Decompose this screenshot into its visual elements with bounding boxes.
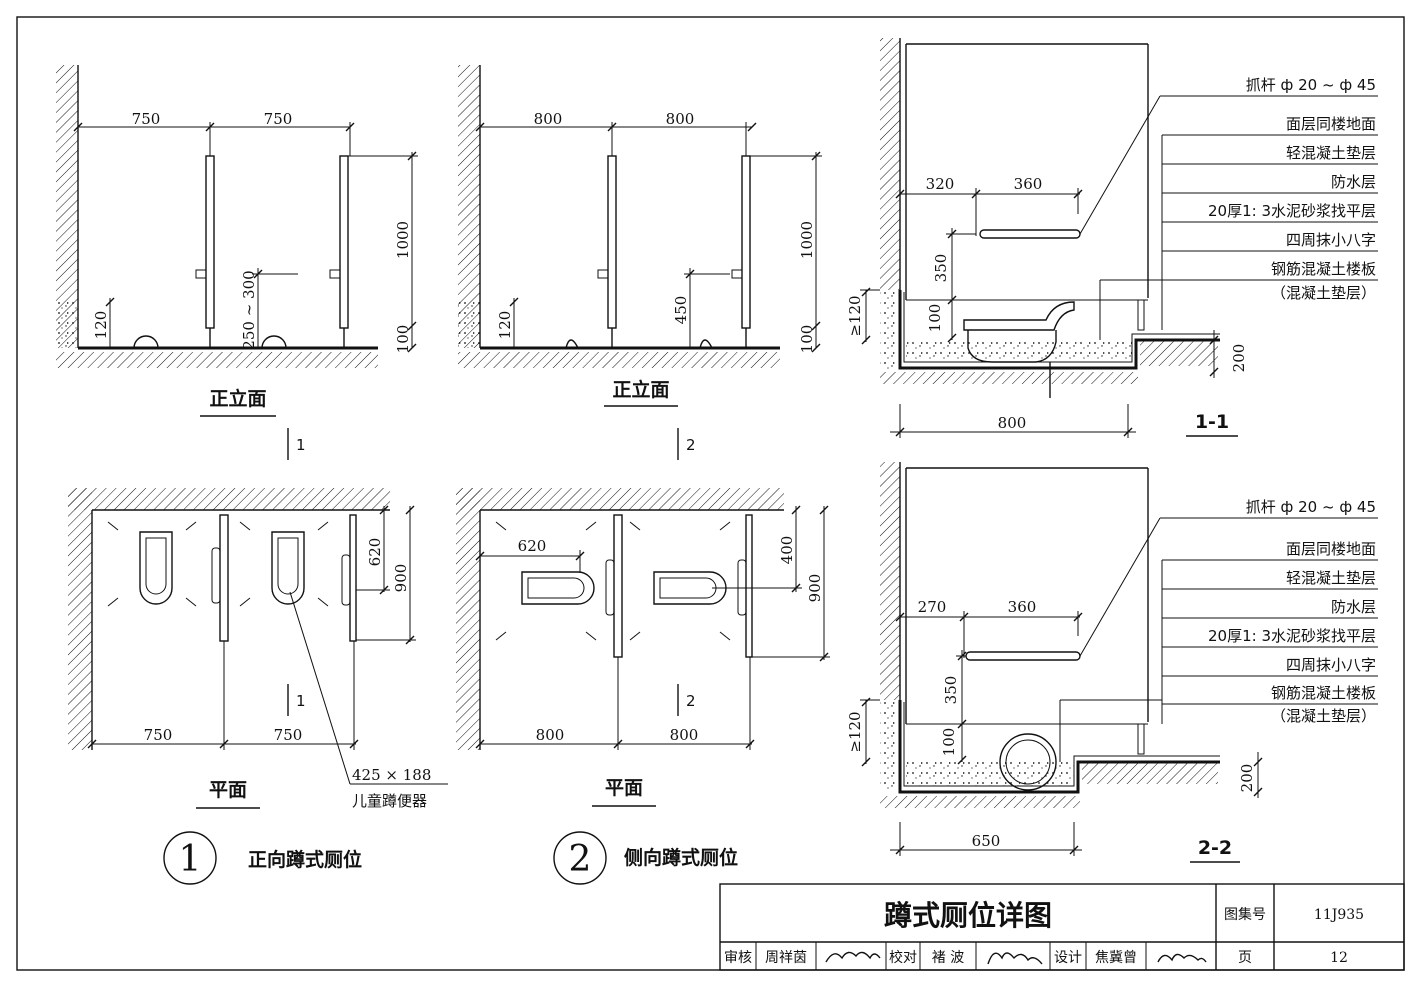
view1-note-size: 425 × 188 [352, 766, 431, 784]
s11-dim-h3: ≥120 [846, 295, 864, 336]
view2-dim-h-low: 100 [798, 325, 816, 354]
s22-dim-h2: 100 [940, 728, 958, 757]
view1-plan: 620 900 750 750 425 × 188 儿童蹲便器 1 平面 1 正… [68, 488, 448, 885]
view1-plan-title: 平面 [209, 779, 247, 801]
view2-dim-depth-total: 900 [806, 574, 824, 603]
view2-caption: 侧向蹲式厕位 [624, 846, 738, 869]
view1-dim-w2: 750 [264, 110, 293, 128]
review-name: 周祥茵 [765, 950, 807, 966]
review-label: 审核 [724, 950, 752, 966]
s22-label: 2-2 [1198, 837, 1232, 859]
s11-dim-h1: 350 [932, 254, 950, 283]
section-2-2: 抓杆 ф 20 ~ ф 45 面层同楼地面 轻混凝土垫层 防水层 20厚1: 3… [846, 462, 1378, 863]
view2-elevation-title: 正立面 [612, 378, 669, 401]
view1-dim-depth-total: 900 [392, 564, 410, 593]
view1-plan-dim-w1: 750 [144, 726, 173, 744]
view2-elevation: 800 800 1000 100 120 450 正立面 2 [458, 65, 822, 460]
s22-layer-6: 钢筋混凝土楼板 [1271, 684, 1376, 702]
s11-layer-3: 防水层 [1331, 173, 1376, 191]
design-name: 焦冀曾 [1095, 950, 1137, 966]
atlas-label: 图集号 [1224, 906, 1266, 923]
design-label: 设计 [1054, 950, 1082, 966]
s11-layer-0: 抓杆 ф 20 ~ ф 45 [1246, 76, 1376, 94]
s11-layer-2: 轻混凝土垫层 [1286, 144, 1376, 162]
s22-dim-h4: 200 [1238, 764, 1256, 793]
s11-layer-4: 20厚1: 3水泥砂浆找平层 [1208, 202, 1376, 220]
section-1-1: 抓杆 ф 20 ~ ф 45 面层同楼地面 轻混凝土垫层 防水层 20厚1: 3… [846, 38, 1378, 438]
view1-dim-h-step: 120 [92, 311, 110, 340]
s22-dim-a: 270 [918, 598, 947, 616]
s22-layer-5: 四周抹小八字 [1286, 656, 1376, 674]
s22-dim-b: 360 [1008, 598, 1037, 616]
view1-dim-h-rail: 1000 [394, 221, 412, 259]
review-signature [825, 951, 881, 963]
view1-section-ref-plan: 1 [296, 692, 306, 710]
sheet-border [16, 16, 1405, 971]
atlas-no: 11J935 [1314, 907, 1364, 923]
s11-dim-h2: 100 [926, 304, 944, 333]
s11-dim-width: 800 [998, 414, 1027, 432]
check-label: 校对 [889, 949, 917, 966]
view1-plan-dim-w2: 750 [274, 726, 303, 744]
check-name: 褚 波 [932, 950, 964, 966]
check-signature [987, 952, 1043, 965]
view2-plan-dim-w2: 800 [670, 726, 699, 744]
s22-layer-3: 防水层 [1331, 598, 1376, 616]
view1-elevation-title: 正立面 [209, 387, 266, 410]
s22-dim-h1: 350 [942, 676, 960, 705]
s11-dim-a: 320 [926, 175, 955, 193]
view2-plan: 620 400 900 800 800 2 平面 2 侧向蹲式厕位 [456, 488, 830, 885]
s22-layer-4: 20厚1: 3水泥砂浆找平层 [1208, 627, 1376, 645]
s11-layer-1: 面层同楼地面 [1286, 115, 1376, 133]
view2-dim-w1: 800 [534, 110, 563, 128]
sheet-title: 蹲式厕位详图 [884, 899, 1052, 932]
view1-circle-no: 1 [179, 839, 202, 880]
view1-dim-w1: 750 [132, 110, 161, 128]
view1-note-name: 儿童蹲便器 [352, 792, 427, 810]
s11-dim-b: 360 [1014, 175, 1043, 193]
view1-section-ref-elev: 1 [296, 436, 306, 454]
s22-layer-7: （混凝土垫层） [1271, 707, 1376, 725]
s11-dim-h4: 200 [1230, 344, 1248, 373]
view2-dim-offset: 620 [518, 537, 547, 555]
view1-elevation: 750 750 1000 100 120 250 ~ 300 正立面 1 [56, 65, 418, 460]
view1-caption: 正向蹲式厕位 [248, 848, 362, 871]
view2-section-ref-plan: 2 [686, 692, 696, 710]
view2-dim-h-mid: 450 [672, 296, 690, 325]
s11-label: 1-1 [1195, 411, 1229, 433]
page-no: 12 [1330, 950, 1348, 966]
view2-dim-depth: 400 [778, 536, 796, 565]
view2-dim-h-step: 120 [496, 311, 514, 340]
s22-dim-h3: ≥120 [846, 711, 864, 752]
design-signature [1157, 953, 1207, 963]
s22-layer-0: 抓杆 ф 20 ~ ф 45 [1246, 498, 1376, 516]
view2-dim-h-rail: 1000 [798, 221, 816, 259]
view2-plan-title: 平面 [605, 777, 643, 799]
s11-layer-6: 钢筋混凝土楼板 [1271, 260, 1376, 278]
view2-dim-w2: 800 [666, 110, 695, 128]
s11-layer-5: 四周抹小八字 [1286, 231, 1376, 249]
s22-layer-1: 面层同楼地面 [1286, 540, 1376, 558]
s11-layer-7: （混凝土垫层） [1271, 284, 1376, 302]
view2-circle-no: 2 [569, 839, 592, 880]
title-block: 蹲式厕位详图 图集号 11J935 页 12 审核 周祥茵 校对 褚 波 设计 … [719, 883, 1405, 971]
view2-plan-dim-w1: 800 [536, 726, 565, 744]
view1-dim-h-range: 250 ~ 300 [240, 270, 258, 349]
view1-dim-depth: 620 [366, 538, 384, 567]
view1-dim-h-low: 100 [394, 325, 412, 354]
s22-layer-2: 轻混凝土垫层 [1286, 569, 1376, 587]
view2-section-ref-elev: 2 [686, 436, 696, 454]
s22-dim-width: 650 [972, 832, 1001, 850]
page-label: 页 [1238, 950, 1252, 966]
